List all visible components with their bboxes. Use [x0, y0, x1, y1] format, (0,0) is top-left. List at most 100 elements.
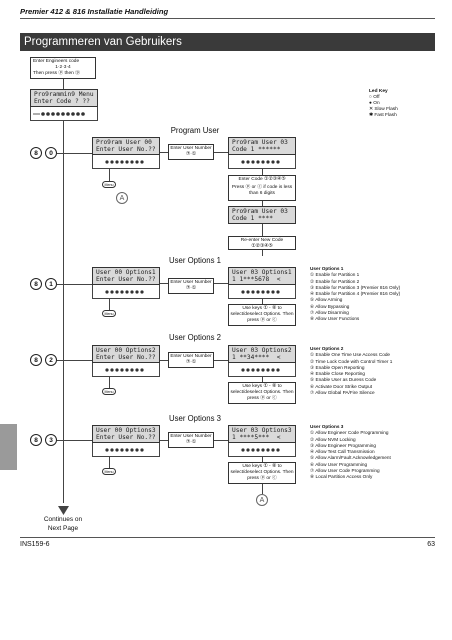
lcd-line1: User 00 Options2: [96, 347, 156, 354]
connector: [214, 440, 228, 441]
entry-code-keys: 1·2·3·4: [55, 65, 71, 70]
option-item: ⑤ Enable User as Duress Code: [310, 377, 377, 383]
enter-user-number-keys: ⑦·①: [185, 360, 197, 365]
option-number-8-icon: ⑧: [310, 316, 316, 322]
enter-user-number-keys: ⑦·①: [185, 440, 197, 445]
option-item: ⑧ Local Partition Access Only: [310, 474, 373, 480]
option-item: ② Enable for Partition 2: [310, 278, 360, 284]
enter-code-label: Enter Code ①②③④⑤: [238, 177, 286, 182]
key-1[interactable]: 1: [45, 278, 57, 290]
key-0[interactable]: 0: [45, 147, 57, 159]
connector-a-marker: A: [116, 192, 128, 204]
connector: [214, 152, 228, 153]
entry-line2: Then press ⓟ then ⑨: [33, 71, 80, 76]
lcd-line1: User 00 Options3: [96, 427, 156, 434]
lcd-line2: Enter User No.??: [96, 434, 156, 441]
connector: [214, 283, 228, 284]
option-number-6-icon: ⑥: [310, 383, 316, 389]
press-note: Press ⓟ or ⓒ if code is less than 6 digi…: [231, 185, 293, 196]
continues-line2: Next Page: [47, 525, 79, 532]
option-number-7-icon: ⑦: [310, 310, 316, 316]
option-item: ① Enable One Time Use Access Code: [310, 352, 391, 358]
reenter-keys: ①②③④⑤: [251, 244, 273, 249]
menu-button[interactable]: Menu: [102, 388, 116, 395]
option-number-1-icon: ①: [310, 352, 316, 358]
lcd-line1: User 03 Options3: [232, 427, 292, 434]
connector: [109, 377, 110, 388]
key-8[interactable]: 8: [30, 278, 42, 290]
option-item: ① Enable for Partition 1: [310, 272, 360, 278]
main-flow-line: [63, 121, 64, 503]
option-item: ③ Allow Engineer Programming: [310, 442, 376, 448]
section-title: Programmeren van Gebruikers: [20, 33, 435, 51]
enter-user-number-label: Enter User Number: [170, 146, 212, 151]
user-options-1-edit-led-display: [228, 285, 296, 299]
option-number-4-icon: ④: [310, 291, 316, 297]
program-user-title: Program User: [170, 126, 220, 135]
key-8[interactable]: 8: [30, 354, 42, 366]
options-list-title: User Options 2: [310, 346, 344, 351]
led-fast-flash-icon: ✱: [369, 113, 375, 118]
option-item: ⑤ Allow Alarm/Fault Acknowledgement: [310, 455, 391, 461]
option-number-4-icon: ④: [310, 371, 316, 377]
menu-button[interactable]: Menu: [102, 181, 116, 188]
option-number-3-icon: ③: [310, 442, 316, 448]
menu-button[interactable]: Menu: [102, 310, 116, 317]
led-row-icon: [241, 368, 280, 372]
key-3[interactable]: 3: [45, 434, 57, 446]
user-options-2-list: User Options 2 ① Enable One Time Use Acc…: [310, 346, 440, 396]
lcd-line1: Pro9ram User 03: [232, 208, 288, 215]
led-key-title: Led Key: [369, 89, 388, 94]
option-number-2-icon: ②: [310, 436, 316, 442]
engineer-entry-box: Enter Engineers code 1·2·3·4 Then press …: [30, 57, 96, 79]
connector: [262, 201, 263, 206]
enter-user-number-label: Enter User Number: [170, 434, 212, 439]
option-item: ② Allow NVM Locking: [310, 436, 356, 442]
led-off-icon: ○: [369, 95, 374, 100]
option-number-1-icon: ①: [310, 272, 316, 278]
option-number-1-icon: ①: [310, 430, 316, 436]
connector: [160, 152, 168, 153]
led-row-icon: [241, 290, 280, 294]
lcd-line1: Pro9ram User 00: [96, 139, 152, 146]
key-8[interactable]: 8: [30, 147, 42, 159]
user-options-1-title: User Options 1: [168, 256, 221, 265]
connector: [160, 360, 168, 361]
led-key-item: Fast Flash: [374, 113, 397, 118]
entry-line1: Enter Engineers code: [33, 59, 80, 64]
option-item: ⑥ Allow Bypassing: [310, 303, 350, 309]
connector: [214, 360, 228, 361]
key-2[interactable]: 2: [45, 354, 57, 366]
connector: [57, 360, 92, 361]
user-options-1-led-display: [92, 285, 160, 299]
option-number-2-icon: ②: [310, 358, 316, 364]
connector: [109, 457, 110, 468]
led-key-legend: Led Key ○ Off ● On ✕ Slow Flash ✱ Fast F…: [369, 89, 435, 119]
option-number-5-icon: ⑤: [310, 377, 316, 383]
option-item: ⑦ Allow Global PA/Fire Silence: [310, 390, 375, 396]
key-8[interactable]: 8: [30, 434, 42, 446]
use-keys-note: Use keys ① - ⑧ to select/deselect Option…: [230, 464, 294, 481]
option-number-3-icon: ③: [310, 364, 316, 370]
connector: [109, 169, 110, 181]
connector: [262, 250, 263, 256]
user-options-3-edit-led-display: [228, 443, 296, 457]
led-row-icon: [105, 448, 144, 452]
led-row-icon: [241, 160, 280, 164]
led-key-item: Off: [373, 95, 380, 100]
user-options-1-list: User Options 1 ① Enable for Partition 1 …: [310, 266, 440, 323]
connector: [57, 440, 92, 441]
reenter-label: Re-enter New Code: [240, 238, 284, 243]
lcd-line1: User 03 Options2: [232, 347, 292, 354]
lcd-line2: Code 1 ******: [232, 146, 281, 153]
main-lcd-line2: Enter Code ? ??: [34, 98, 90, 105]
option-item: ⑦ Allow User Code Programming: [310, 468, 380, 474]
enter-user-number-keys: ⑦·①: [185, 286, 197, 291]
menu-button[interactable]: Menu: [102, 468, 116, 475]
